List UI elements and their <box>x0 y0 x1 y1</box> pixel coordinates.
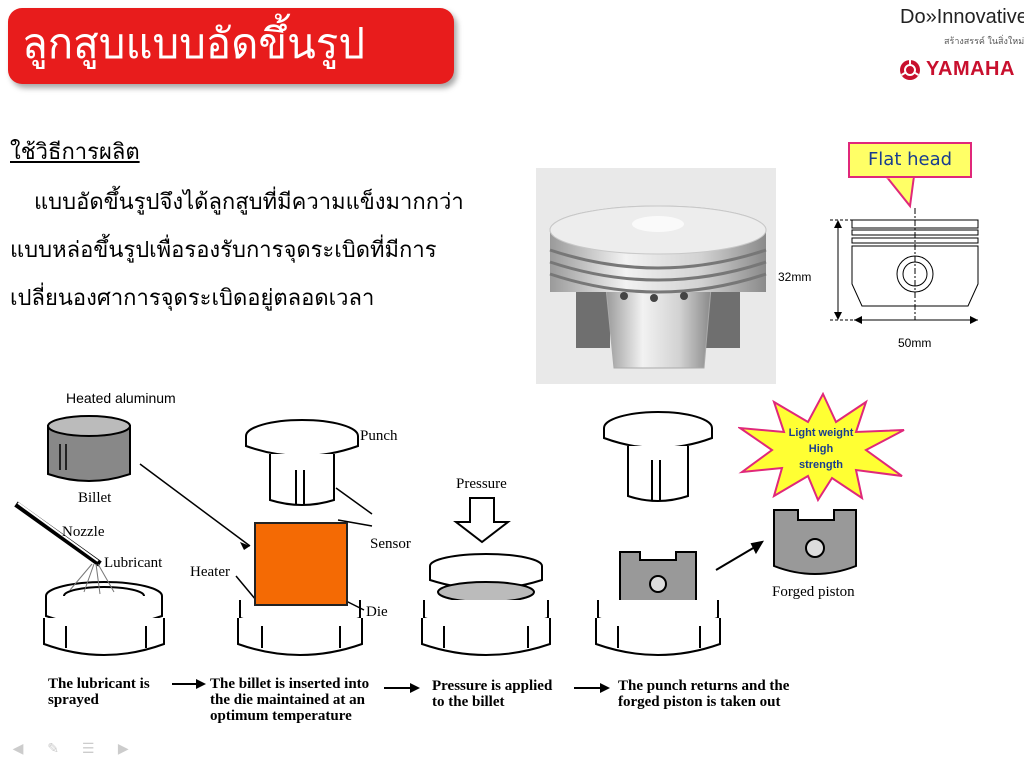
caption-step-3-line-1: Pressure is applied <box>432 678 553 694</box>
starburst-line-3: strength <box>799 459 843 471</box>
yamaha-emblem-icon <box>900 60 920 80</box>
caption-step-2: The billet is inserted into the die main… <box>210 676 390 724</box>
piston-dimension-drawing <box>830 208 979 324</box>
starburst-line-1: Light weight <box>788 427 854 439</box>
heater-label: Heater <box>190 564 230 580</box>
method-line-2: แบบหล่อขึ้นรูปเพื่อรองรับการจุดระเบิดที่… <box>10 238 437 263</box>
caption-step-1-line-1: The lubricant is <box>48 676 150 692</box>
arrow-right-icon[interactable]: ▶ <box>117 741 129 757</box>
caption-step-1-line-2: sprayed <box>48 692 99 708</box>
punch-label: Punch <box>360 428 398 444</box>
height-dimension-label: 32mm <box>778 270 812 284</box>
slide-title-box <box>8 8 454 84</box>
caption-step-4: The punch returns and the forged piston … <box>618 678 818 710</box>
menu-icon[interactable]: ☰ <box>81 741 95 757</box>
callout-pointer <box>886 176 916 209</box>
arrow-left-icon[interactable]: ◀ <box>12 741 24 757</box>
do-innovative-logo: Do»Innovative <box>900 6 1024 28</box>
heated-aluminum-label: Heated aluminum <box>66 390 176 406</box>
method-line-3: เปลี่ยนองศาการจุดระเบิดอยู่ตลอดเวลา <box>10 286 375 311</box>
caption-step-4-line-2: forged piston is taken out <box>618 694 781 710</box>
caption-step-3-line-2: to the billet <box>432 694 505 710</box>
forged-piston-label: Forged piston <box>772 584 855 600</box>
caption-step-3: Pressure is applied to the billet <box>432 678 582 710</box>
pressure-label: Pressure <box>456 476 507 492</box>
width-dimension-label: 50mm <box>898 336 932 350</box>
method-heading: ใช้วิธีการผลิต <box>10 140 140 165</box>
caption-step-4-line-1: The punch returns and the <box>618 678 790 694</box>
caption-step-1: The lubricant is sprayed <box>48 676 178 708</box>
sensor-label: Sensor <box>370 536 411 552</box>
method-line-1: แบบอัดขึ้นรูปจึงได้ลูกสูบที่มีความแข็งมา… <box>34 190 464 215</box>
caption-step-2-line-1: The billet is inserted into <box>210 676 370 692</box>
starburst-line-2: High <box>808 443 834 455</box>
flat-head-callout: Flat head <box>848 142 972 178</box>
caption-step-2-line-2: the die maintained at an <box>210 692 366 708</box>
slideshow-nav: ◀ ✎ ☰ ▶ <box>8 738 143 757</box>
die-label: Die <box>366 604 388 620</box>
nozzle-label: Nozzle <box>62 524 105 540</box>
piston-photo <box>536 168 776 384</box>
starburst-badge <box>738 392 905 502</box>
lubricant-label: Lubricant <box>104 555 163 571</box>
heated-billet-highlight <box>254 522 348 606</box>
caption-step-2-line-3: optimum temperature <box>210 708 352 724</box>
pen-icon[interactable]: ✎ <box>47 741 59 757</box>
do-innovative-tagline: สร้างสรรค์ ในสิ่งใหม่ <box>944 36 1024 46</box>
yamaha-logo: YAMAHA <box>926 58 1015 80</box>
starburst-text: Light weight High strength <box>776 425 866 473</box>
billet-label: Billet <box>78 490 112 506</box>
slide-title: ลูกสูบแบบอัดขึ้นรูป <box>22 19 365 68</box>
forging-process-diagram <box>14 411 857 693</box>
